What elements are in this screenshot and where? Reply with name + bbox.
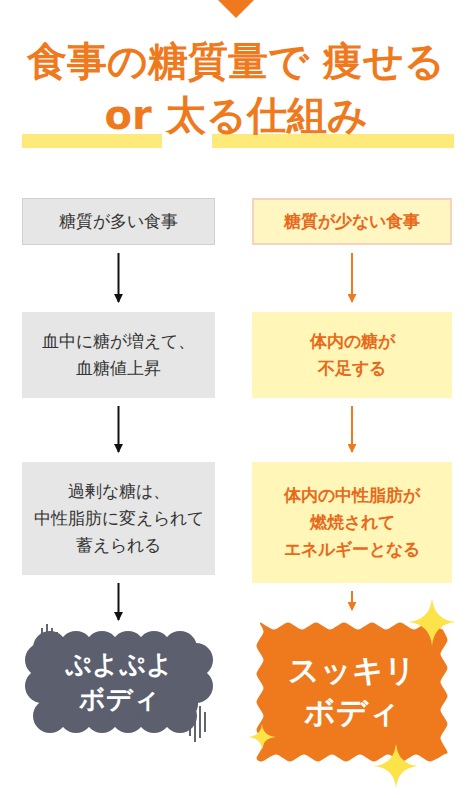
flow-arrow <box>351 591 353 610</box>
process-box: 過剰な糖は、 中性脂肪に変えられて 蓄えられる <box>22 462 215 575</box>
process-box: 糖質が少ない食事 <box>252 198 452 245</box>
flow-arrow <box>118 583 120 620</box>
cloud-outline <box>26 630 212 734</box>
hatch-line <box>199 706 201 738</box>
flow-arrow <box>118 253 120 302</box>
cloud-shape <box>25 631 213 733</box>
result-badge: スッキリ ボディ <box>254 620 450 764</box>
node-text: スッキリ ボディ <box>277 650 427 734</box>
node-text: 血中に糖が増えて、 血糖値上昇 <box>36 328 201 382</box>
hatch-line <box>204 712 206 732</box>
result-cloud: ぷよぷよ ボディ <box>26 630 212 734</box>
flow-arrow <box>351 253 353 302</box>
diagram-title: 食事の糖質量で 痩せる or 太る仕組み <box>10 34 462 142</box>
process-box: 糖質が多い食事 <box>22 198 215 245</box>
badge-outline <box>254 620 450 764</box>
cloud-bump <box>163 699 197 733</box>
badge-shape <box>256 622 447 761</box>
process-box: 体内の中性脂肪が 燃焼されて エネルギーとなる <box>252 462 452 583</box>
node-text: 体内の糖が 不足する <box>292 328 412 382</box>
node-text: 糖質が多い食事 <box>29 208 209 235</box>
flow-arrow <box>118 406 120 452</box>
node-text: 過剰な糖は、 中性脂肪に変えられて 蓄えられる <box>29 478 209 560</box>
flow-arrow <box>351 406 353 452</box>
process-box: 体内の糖が 不足する <box>252 312 452 398</box>
cloud-bump <box>25 669 59 703</box>
process-box: 血中に糖が増えて、 血糖値上昇 <box>22 312 215 398</box>
top-pointer <box>218 0 254 18</box>
sparkles <box>248 598 456 788</box>
node-text: 体内の中性脂肪が 燃焼されて エネルギーとなる <box>262 482 442 564</box>
node-text: ぷよぷよ ボディ <box>54 647 184 717</box>
node-text: 糖質が少ない食事 <box>262 208 442 235</box>
cloud-bump <box>179 669 213 703</box>
